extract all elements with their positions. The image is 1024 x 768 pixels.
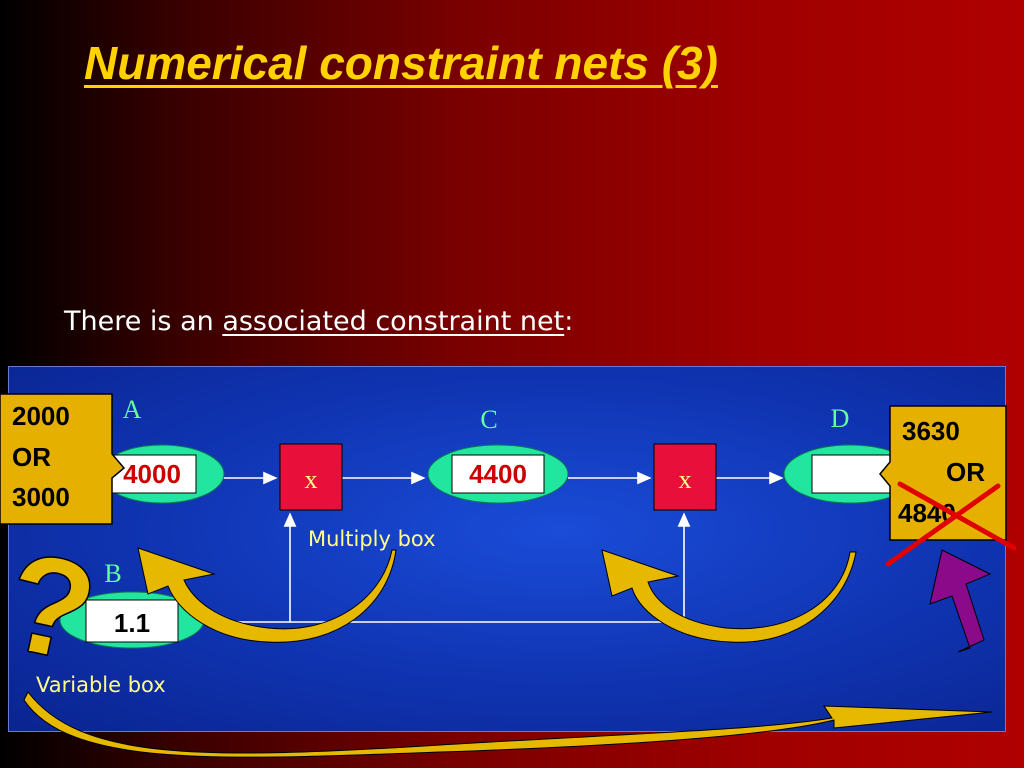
left-callout-line-1: 2000 <box>12 401 70 431</box>
multiply-box-note: Multiply box <box>308 527 436 551</box>
right-callout-line-1: 3630 <box>902 416 960 446</box>
slide-subtitle: There is an associated constraint net: <box>64 306 573 337</box>
gold-curved-arrow-2 <box>601 549 857 643</box>
variable-box-note: Variable box <box>36 673 166 697</box>
gold-bottom-arrow <box>23 691 993 758</box>
purple-up-arrow <box>929 549 992 653</box>
multiply-box-1: x <box>279 443 343 511</box>
left-callout-line-2: OR <box>12 442 51 472</box>
subtitle-suffix: : <box>564 306 574 337</box>
variable-a: 4000 A <box>99 395 225 504</box>
gold-curved-arrow-1 <box>137 547 397 643</box>
right-callout-line-2: OR <box>946 457 985 487</box>
question-mark-icon: ? <box>0 520 110 693</box>
variable-b: 1.1 B <box>59 559 205 649</box>
variable-b-value: 1.1 <box>114 608 150 638</box>
left-callout-line-3: 3000 <box>12 482 70 512</box>
cross-out-mark <box>885 481 1017 567</box>
variable-c-value: 4400 <box>469 459 527 489</box>
variable-c-label: C <box>480 405 497 434</box>
multiply-box-2: x <box>653 443 717 511</box>
question-mark: ? <box>0 521 109 692</box>
multiply-box-2-symbol: x <box>679 465 692 494</box>
variable-c: 4400 C <box>427 405 569 504</box>
right-callout: 3630 OR 4840 <box>879 405 1007 541</box>
slide-title: Numerical constraint nets (3) <box>84 37 718 89</box>
variable-d-label: D <box>831 404 850 433</box>
variable-a-value: 4000 <box>123 459 181 489</box>
left-callout: 2000 OR 3000 <box>0 393 126 525</box>
multiply-box-1-symbol: x <box>305 465 318 494</box>
variable-a-label: A <box>123 395 142 424</box>
edge-b-to-multiply1 <box>204 512 297 623</box>
variable-d: D <box>783 404 917 504</box>
variable-b-label: B <box>104 559 121 588</box>
constraint-net-panel <box>8 366 1006 732</box>
subtitle-prefix: There is an <box>64 306 223 337</box>
subtitle-link: associated constraint net <box>222 306 565 337</box>
